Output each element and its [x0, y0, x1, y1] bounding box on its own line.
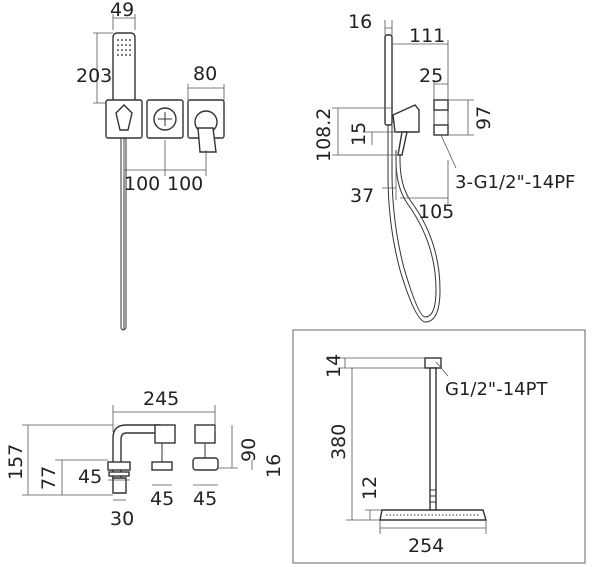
dim-spacing-left: 100 [124, 173, 160, 195]
dim-hose-offset: 37 [350, 185, 374, 207]
bottom-view: 245 157 77 90 16 45 45 45 30 [5, 388, 285, 530]
dim-shower-thickness: 12 [359, 476, 381, 500]
dim-offset: 15 [348, 122, 370, 146]
dim-d2: 45 [150, 488, 174, 510]
dim-handshower-height: 203 [76, 65, 112, 87]
dim-wall: 25 [419, 65, 443, 87]
dim-depth: 111 [409, 25, 445, 47]
dim-top-overhead: 14 [323, 354, 345, 378]
dim-spout-height: 77 [38, 466, 60, 490]
dim-head-width: 254 [408, 535, 444, 557]
dim-overall-width: 245 [143, 388, 179, 410]
overhead-shower-view: 14 380 12 254 G1/2"-14PT [292, 329, 586, 564]
dim-plate-height: 97 [473, 106, 495, 130]
overhead-frame [292, 329, 586, 564]
dim-height: 108.2 [313, 108, 335, 162]
dim-plate-width: 80 [193, 63, 217, 85]
dim-spacing-right: 100 [167, 173, 203, 195]
front-view: 49 203 80 100 100 [76, 0, 225, 331]
dim-body-height: 90 [238, 438, 260, 462]
dim-handshower-width: 49 [110, 0, 134, 21]
dim-hose-depth: 105 [418, 201, 454, 223]
overhead-connection-label: G1/2"-14PT [445, 379, 548, 400]
connection-label: 3-G1/2"-14PF [455, 172, 575, 193]
dim-base: 16 [263, 454, 285, 478]
dim-d1: 45 [78, 466, 102, 488]
dim-pipe: 30 [110, 508, 134, 530]
side-view: 16 111 25 97 108.2 15 37 105 3-G1/2"-14P… [313, 11, 575, 323]
dim-arm-length: 380 [328, 424, 350, 460]
dim-top: 16 [348, 11, 372, 33]
dim-d3: 45 [193, 488, 217, 510]
dim-overall-height: 157 [5, 444, 27, 480]
